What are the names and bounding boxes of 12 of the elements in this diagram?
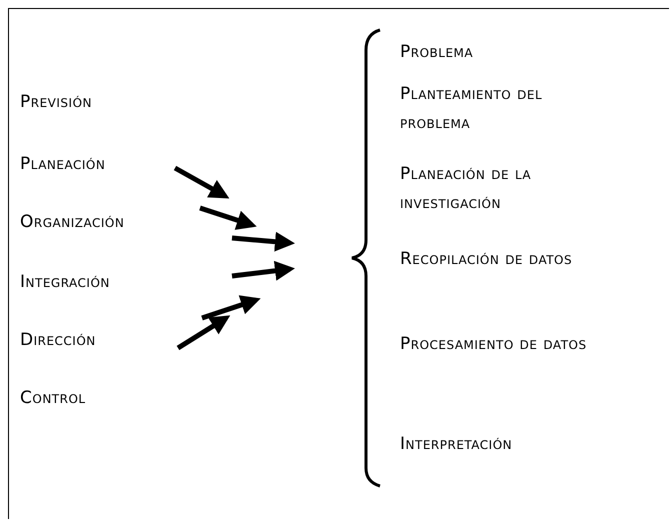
research-step-text: Interpretación [400,433,514,456]
research-step-text: Planteamiento del problema [400,83,544,135]
management-function-text: Planeación [20,153,106,176]
management-function-text: Organización [20,211,126,234]
research-step-text: Recopilación de datos [400,248,574,271]
management-function-text: Integración [20,271,111,294]
management-function-text: Dirección [20,329,97,352]
management-function-text: Control [20,387,87,410]
management-function-text: Previsión [20,91,93,114]
research-step-text: Planeación de la investigación [400,163,532,215]
research-step-text: Problema [400,41,474,64]
research-step-text: Procesamiento de datos [400,333,588,356]
